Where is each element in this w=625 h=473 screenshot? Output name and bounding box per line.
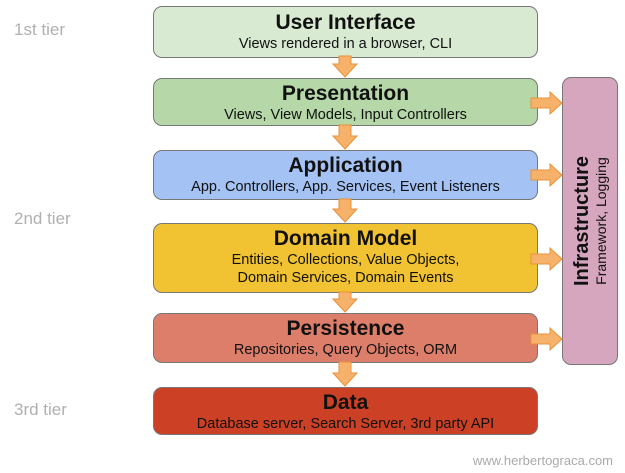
layer-persistence: Persistence Repositories, Query Objects,… [153,313,538,363]
credit-text: www.herbertograca.com [472,453,613,468]
layer-subtitle: Database server, Search Server, 3rd part… [196,416,495,432]
layer-title: User Interface [275,11,416,34]
layer-data: Data Database server, Search Server, 3rd… [153,387,538,435]
layer-title: Data [322,391,369,414]
layer-domain-model: Domain Model Entities, Collections, Valu… [153,223,538,293]
layer-title: Presentation [281,82,410,105]
tier-label-3: 3rd tier [14,400,67,419]
arrow-right-icon [530,246,563,272]
layer-infrastructure: Infrastructure Framework, Logging [562,77,618,365]
layer-title: Persistence [286,317,405,340]
tier-label-1: 1st tier [14,20,66,39]
layer-user-interface: User Interface Views rendered in a brows… [153,6,538,58]
arrow-down-icon [331,124,359,150]
layer-subtitle: Views, View Models, Input Controllers [224,107,467,123]
layer-title: Domain Model [273,227,418,250]
arrow-right-icon [530,90,563,116]
layer-title: Application [288,154,403,177]
arrow-right-icon [530,326,563,352]
layer-presentation: Presentation Views, View Models, Input C… [153,78,538,126]
arrow-down-icon [331,361,359,387]
tier-label-2: 2nd tier [14,209,71,228]
layer-subtitle-line-1: Entities, Collections, Value Objects, [231,252,460,268]
layer-subtitle: Repositories, Query Objects, ORM [233,342,458,358]
layer-subtitle: Views rendered in a browser, CLI [238,36,453,52]
layer-subtitle: App. Controllers, App. Services, Event L… [191,179,500,195]
arrow-down-icon [331,291,359,313]
arrow-down-icon [331,198,359,223]
layer-subtitle-line-2: Domain Services, Domain Events [237,270,454,286]
arrow-right-icon [530,162,563,188]
arrow-down-icon [331,55,359,78]
layer-application: Application App. Controllers, App. Servi… [153,150,538,200]
